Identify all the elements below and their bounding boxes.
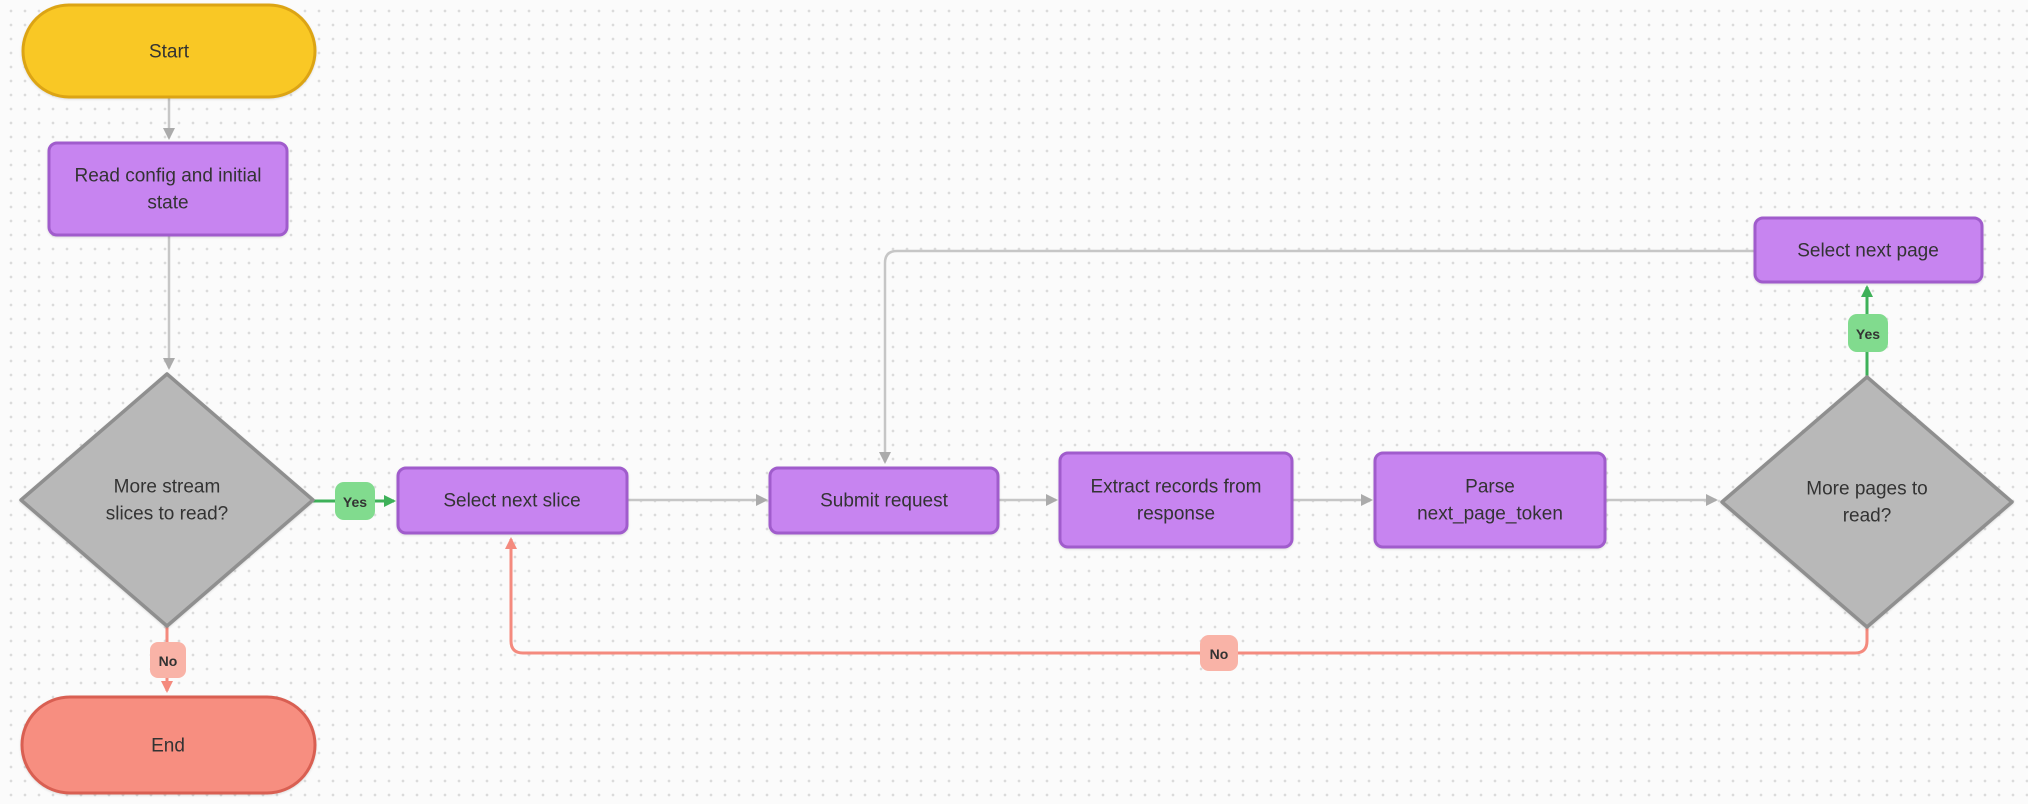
no-badge-text: No [159,653,178,669]
no-badge-text: No [1210,646,1229,662]
edge-label-pages-yes: Yes [1848,314,1888,352]
end-terminal-shape [20,695,317,795]
node-more-slices-label-line2: slices to read? [106,504,229,525]
node-end-label: End [151,736,185,757]
nodes: Start Read config and initial state More… [19,3,2014,795]
edge-label-slices-no: No [150,642,186,678]
node-extract-records-label-line2: response [1137,504,1215,525]
node-parse-token: Parse next_page_token [1373,451,1607,549]
node-select-next-slice-label: Select next slice [443,491,580,512]
edge-label-slices-yes: Yes [335,482,375,520]
node-submit-request-label: Submit request [820,491,949,512]
read-config-process-shape [47,141,289,237]
node-more-pages-label-line1: More pages to [1806,479,1927,500]
node-read-config: Read config and initial state [47,141,289,237]
edge-label-pages-no: No [1200,635,1238,671]
node-select-next-page: Select next page [1753,216,1984,284]
node-select-next-slice: Select next slice [396,466,629,535]
node-start: Start [21,3,317,99]
yes-badge [335,482,375,520]
no-badge [150,642,186,678]
node-parse-token-label-line1: Parse [1465,477,1515,498]
more-pages-decision-shape [1720,375,2014,629]
edge-labels: Yes No Yes No [150,314,1888,678]
node-more-slices-label-line1: More stream [114,477,221,498]
edge-select-next-page-to-submit-request [879,249,1755,464]
node-more-slices: More stream slices to read? [19,372,315,628]
node-extract-records: Extract records from response [1058,451,1294,549]
node-end: End [20,695,317,795]
edges [161,97,1873,693]
select-next-page-process-shape [1753,216,1984,284]
edge-more-pages-no-to-select-next-slice [505,537,1869,655]
yes-badge-text: Yes [1856,326,1880,342]
node-more-pages: More pages to read? [1720,375,2014,629]
node-read-config-label-line1: Read config and initial [75,166,262,187]
no-badge [1200,635,1238,671]
extract-records-process-shape [1058,451,1294,549]
yes-badge-text: Yes [343,494,367,510]
start-terminal-shape [21,3,317,99]
node-more-pages-label-line2: read? [1843,506,1892,527]
select-next-slice-process-shape [396,466,629,535]
node-select-next-page-label: Select next page [1797,241,1939,262]
node-parse-token-label-line2: next_page_token [1417,504,1563,525]
parse-token-process-shape [1373,451,1607,549]
node-submit-request: Submit request [768,466,1000,535]
more-slices-decision-shape [19,372,315,628]
node-extract-records-label-line1: Extract records from [1090,477,1261,498]
node-start-label: Start [149,42,190,63]
submit-request-process-shape [768,466,1000,535]
yes-badge [1848,314,1888,352]
node-read-config-label-line2: state [147,193,188,214]
